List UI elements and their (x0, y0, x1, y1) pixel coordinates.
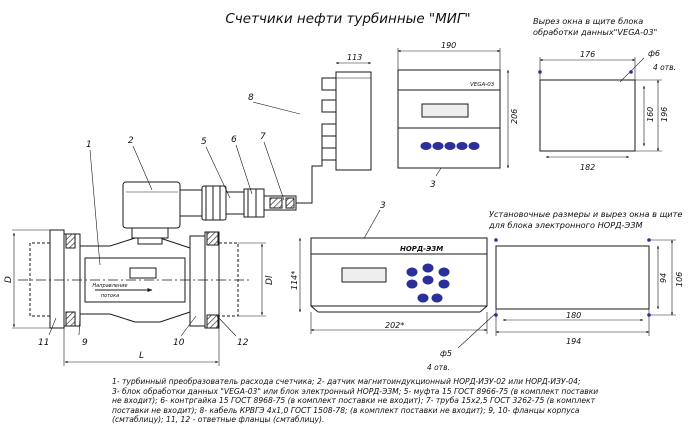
dim-206: 206 (510, 109, 519, 124)
callout-leaders (48, 101, 447, 337)
flow-direction-line-1: Направление (92, 283, 127, 289)
vega-cutout (539, 57, 662, 159)
dim-holes-4-b: 4 отв. (427, 363, 450, 372)
dim-Dl: Dl (265, 275, 275, 285)
callout-11: 11 (38, 338, 49, 348)
dim-holes-4-a: 4 отв. (653, 63, 676, 72)
caption-line-3: не входит); 6- контргайка 15 ГОСТ 8968-7… (112, 396, 596, 406)
vega-cutout-note-1: Вырез окна в щите блока (533, 16, 643, 26)
vega-panel-brand: VEGA-03 (470, 82, 495, 88)
dim-94: 94 (659, 273, 668, 283)
nord-panel-brand: НОРД-ЭЗМ (400, 245, 443, 253)
dim-114: 114* (290, 271, 299, 290)
callout-10: 10 (173, 338, 185, 348)
dim-176: 176 (580, 50, 595, 59)
turbine-meter (18, 128, 323, 329)
nord-unit (298, 237, 488, 334)
dim-106: 106 (675, 272, 684, 287)
dim-180: 180 (566, 311, 581, 320)
dim-194: 194 (566, 337, 581, 346)
junction-box (321, 61, 372, 171)
callout-8: 8 (248, 93, 254, 103)
callout-1: 1 (86, 140, 92, 150)
nord-cutout (457, 239, 676, 349)
dim-202: 202* (385, 321, 404, 330)
vega-mount-holes (538, 70, 633, 74)
dim-L: L (139, 351, 144, 361)
caption-line-2: 3- блок обработки данных "VEGA-03" или б… (112, 386, 599, 396)
callout-3-nord: 3 (380, 201, 386, 211)
flow-direction-line-2: потока (101, 293, 119, 299)
flow-direction-label: Направление потока (92, 283, 127, 299)
vega-cutout-note-2: обработки данных"VEGA-03" (533, 27, 657, 37)
callout-12: 12 (237, 338, 249, 348)
cutout-notes: Вырез окна в щите блока обработки данных… (488, 16, 682, 230)
dim-160: 160 (646, 107, 655, 122)
nord-mount-holes (494, 238, 651, 317)
vega-buttons (420, 142, 480, 150)
dim-hole-phi6: ф6 (648, 49, 660, 58)
caption-line-1: 1- турбинный преобразователь расхода сче… (112, 377, 581, 386)
callout-9: 9 (82, 338, 88, 348)
nord-buttons (406, 263, 450, 303)
callout-6: 6 (231, 135, 237, 145)
dimension-labels: 113 190 206 176 160 196 182 114* 202* 18… (4, 41, 684, 372)
caption-line-4: поставки не входит); 8- кабель КРВГЭ 4х1… (112, 405, 580, 415)
dim-190: 190 (441, 41, 456, 50)
callout-2: 2 (128, 136, 134, 146)
callout-numbers: 1 2 3 3 5 6 7 8 9 10 11 12 (38, 93, 436, 348)
vega-unit (397, 48, 510, 169)
dim-113: 113 (347, 53, 362, 62)
nord-cutout-note-1: Установочные размеры и вырез окна в щите (489, 209, 682, 219)
drawing-title: Счетчики нефти турбинные "МИГ" (225, 11, 470, 27)
dim-196: 196 (660, 107, 669, 122)
dim-hole-phi5: ф5 (440, 349, 452, 358)
legend-caption: 1- турбинный преобразователь расхода сче… (112, 377, 652, 425)
meter-dimensions (12, 229, 266, 366)
nord-cutout-note-2: для блока электронного НОРД-ЭЗМ (488, 220, 643, 230)
callout-7: 7 (260, 132, 266, 142)
callout-3-vega: 3 (430, 180, 436, 190)
dim-D: D (4, 276, 14, 283)
callout-5: 5 (201, 137, 207, 147)
dim-182: 182 (580, 163, 595, 172)
caption-line-5: (смтаблицу); 11, 12 - ответные фланцы (с… (112, 415, 325, 425)
